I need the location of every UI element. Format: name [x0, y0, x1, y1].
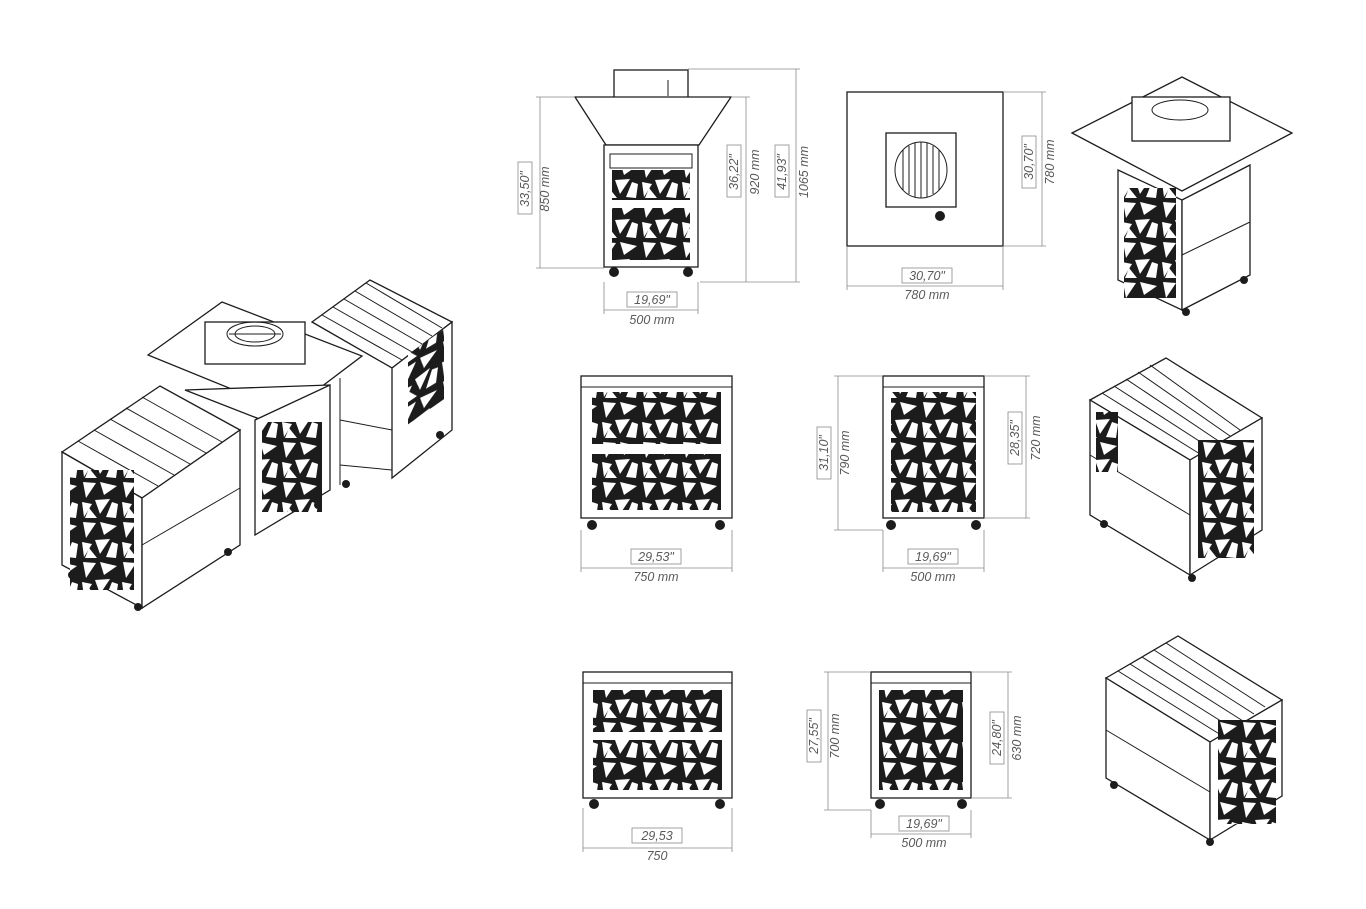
grill-front-view: 33,50" 850 mm 36,22" 920 mm 41,93" 1065 …: [517, 68, 811, 327]
large-table-width-mm-label: 750 mm: [633, 570, 678, 584]
grill-front-width-in-label: 19,69": [634, 293, 670, 307]
small-table-height-in-label: 27,55": [807, 718, 821, 755]
assembly-iso-view: [60, 279, 454, 611]
grill-top-height-in-label: 30,70": [1022, 144, 1036, 180]
small-table-height2-mm-label: 630 mm: [1010, 715, 1024, 760]
grill-iso-view: [1070, 76, 1294, 316]
grill-top-width-in-label: 30,70": [909, 269, 945, 283]
large-table-width-in-label: 29,53": [637, 550, 674, 564]
large-table-depth-in-label: 19,69": [915, 550, 951, 564]
large-table-height2-in-label: 28,35": [1008, 420, 1022, 457]
grill-front-width-mm-label: 500 mm: [629, 313, 674, 327]
large-table-depth-mm-label: 500 mm: [910, 570, 955, 584]
grill-front-height-mm-label: 850 mm: [538, 166, 552, 211]
grill-top-view: 30,70" 780 mm 30,70" 780 mm: [846, 91, 1057, 302]
grill-top-width-mm-label: 780 mm: [904, 288, 949, 302]
grill-front-height3-mm-label: 1065 mm: [797, 146, 811, 198]
grill-front-height2-mm-label: 920 mm: [748, 149, 762, 194]
small-table-iso-view: [1104, 635, 1284, 846]
large-table-front-view: 29,53" 750 mm: [580, 375, 733, 584]
small-table-depth-mm-label: 500 mm: [901, 836, 946, 850]
large-table-iso-view: [1088, 357, 1264, 582]
small-table-height2-in-label: 24,80": [990, 720, 1004, 757]
large-table-side-view: 31,10" 790 mm 28,35" 720 mm 19,69" 500 m…: [816, 375, 1043, 584]
grill-front-height3-in-label: 41,93": [775, 154, 789, 190]
large-table-height-in-label: 31,10": [817, 435, 831, 471]
small-table-width-mm-label: 750: [647, 849, 668, 863]
small-table-front-view: 29,53 750: [582, 671, 733, 863]
grill-front-height-in-label: 33,50": [518, 171, 532, 207]
large-table-height2-mm-label: 720 mm: [1029, 415, 1043, 460]
small-table-width-in-label: 29,53: [640, 829, 672, 843]
small-table-depth-in-label: 19,69": [906, 817, 942, 831]
small-table-height-mm-label: 700 mm: [828, 713, 842, 758]
grill-front-height2-in-label: 36,22": [727, 154, 741, 190]
large-table-height-mm-label: 790 mm: [838, 430, 852, 475]
small-table-side-view: 27,55" 700 mm 24,80" 630 mm 19,69" 500 m…: [806, 671, 1024, 850]
grill-top-height-mm-label: 780 mm: [1043, 139, 1057, 184]
